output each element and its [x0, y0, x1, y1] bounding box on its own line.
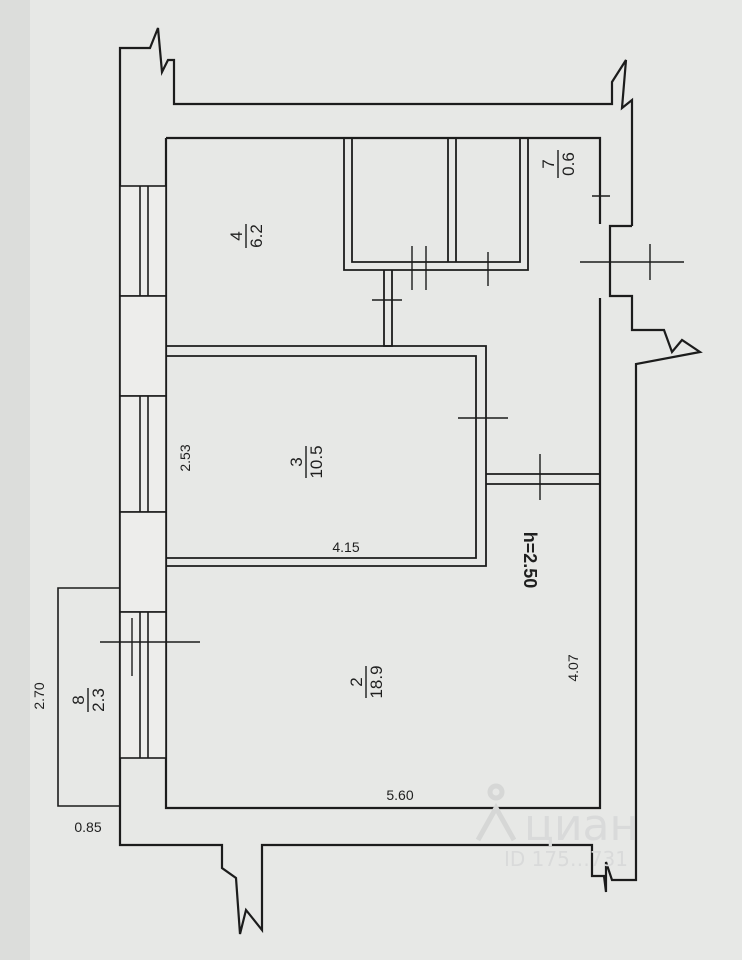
dimension-room2-width: 4.07	[565, 654, 581, 681]
cian-logo-icon	[475, 783, 517, 842]
ceiling-height-label: h=2.50	[520, 532, 540, 589]
pier-2	[119, 511, 167, 613]
dimension-room2-length: 5.60	[386, 787, 413, 803]
window-room-3	[119, 395, 167, 513]
balcony	[57, 587, 120, 807]
dimension-room3-length: 4.15	[332, 539, 359, 555]
outer-walls	[118, 27, 703, 935]
balcony-outline	[57, 587, 120, 807]
room-number-7: 7	[539, 159, 558, 168]
bathroom-block-outer	[343, 138, 529, 271]
room-area-7: 0.6	[559, 152, 578, 176]
outer-wall-right-bottom	[118, 46, 703, 935]
room3-outer	[166, 345, 487, 567]
room-number-2: 2	[347, 677, 366, 686]
room-number-8: 8	[69, 695, 88, 704]
room-label-8: 8 2.3	[69, 688, 108, 712]
outer-wall-top	[125, 27, 634, 226]
room-area-4: 6.2	[247, 224, 266, 248]
bathroom-block-inner	[351, 138, 521, 263]
room3-inner	[166, 355, 477, 559]
balcony-door	[119, 611, 167, 759]
listing-id-text: ID 175…731	[504, 847, 628, 871]
dimension-balcony-depth: 0.85	[74, 819, 101, 835]
room-number-4: 4	[227, 231, 246, 240]
room-area-2: 18.9	[367, 665, 386, 698]
dimension-balcony-length: 2.70	[31, 682, 47, 709]
room-label-2: 2 18.9	[347, 665, 386, 698]
cian-watermark: циан ID 175…731	[475, 783, 638, 871]
room-label-7: 7 0.6	[539, 150, 578, 178]
room-label-3: 3 10.5	[287, 445, 326, 478]
room-area-3: 10.5	[307, 445, 326, 478]
paper-edge-left	[0, 0, 30, 960]
dimension-room3-width: 2.53	[177, 444, 193, 471]
windows-left	[100, 185, 200, 759]
room-label-4: 4 6.2	[227, 224, 266, 248]
window-room-4	[119, 185, 167, 297]
room-number-3: 3	[287, 457, 306, 466]
cian-brand-text: циан	[524, 800, 638, 851]
partitions	[166, 138, 684, 567]
pier-1	[119, 295, 167, 397]
room-area-8: 2.3	[89, 688, 108, 712]
